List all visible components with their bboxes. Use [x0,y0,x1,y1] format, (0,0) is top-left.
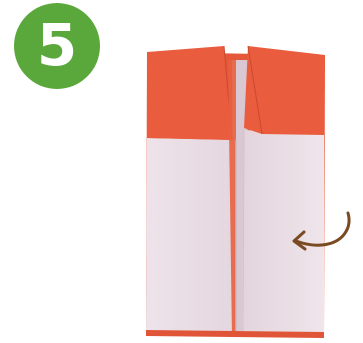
left-flap-top [147,46,232,140]
step-number: 5 [37,16,77,74]
curved-arrow-icon [288,205,358,265]
right-flap-top [244,46,325,135]
step-badge: 5 [14,3,100,89]
left-panel [146,138,236,337]
